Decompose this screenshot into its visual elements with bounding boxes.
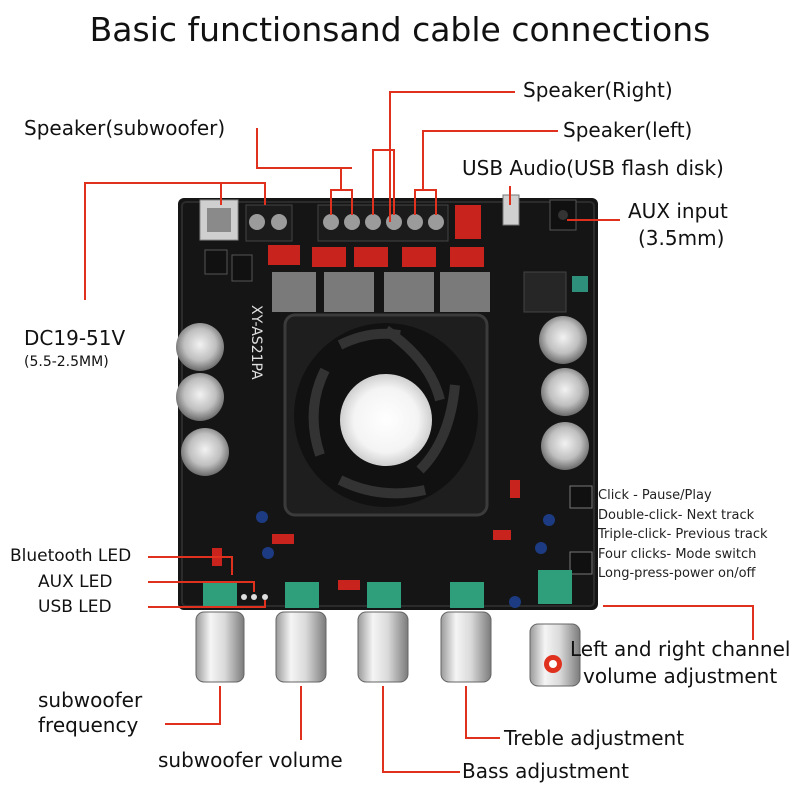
pin-headers [569, 485, 593, 575]
subwoofer-terminal [245, 204, 293, 242]
label-sub-frequency-line1: subwoofer [38, 688, 143, 712]
capacitor-right-1 [539, 316, 587, 364]
label-aux-input: AUX input [628, 199, 728, 223]
label-sub-frequency-line2: frequency [38, 713, 139, 737]
transistors [204, 249, 253, 282]
led-indicators [241, 594, 268, 600]
label-lr-volume-line1: Left and right channel [570, 637, 791, 661]
label-speaker-left: Speaker(left) [563, 118, 693, 142]
label-sub-volume: subwoofer volume [158, 748, 343, 772]
potentiometer-bass [357, 582, 409, 683]
dc-jack [199, 199, 239, 241]
capacitor-right-2 [541, 368, 589, 416]
aux-jack [549, 199, 577, 231]
board-silkscreen: XY-AS21PA [248, 305, 264, 380]
label-usb-audio: USB Audio(USB flash disk) [462, 156, 724, 180]
label-lr-volume-line2: volume adjustment [583, 664, 778, 688]
potentiometer-main-volume [529, 570, 581, 687]
potentiometer-sub-frequency [195, 582, 245, 683]
small-caps-blue [256, 511, 555, 608]
label-bluetooth-led: Bluetooth LED [10, 546, 132, 566]
label-aux-led: AUX LED [38, 572, 113, 592]
button-function-four-clicks: Four clicks- Mode switch [598, 546, 757, 562]
fuse-red-box [455, 205, 481, 239]
label-speaker-right: Speaker(Right) [523, 78, 673, 102]
label-aux-size: (3.5mm) [638, 226, 725, 250]
antenna-pad [572, 276, 588, 292]
button-function-click: Click - Pause/Play [598, 488, 712, 503]
button-function-long-press: Long-press-power on/off [598, 566, 756, 581]
potentiometer-treble [440, 582, 492, 683]
label-treble: Treble adjustment [504, 726, 685, 750]
speaker-terminal-block [317, 204, 449, 242]
label-usb-led: USB LED [38, 597, 112, 617]
inductors [272, 272, 490, 312]
bluetooth-chip [523, 271, 567, 313]
cooling-fan [283, 313, 489, 517]
button-function-double-click: Double-click- Next track [598, 507, 755, 523]
label-bass: Bass adjustment [462, 759, 629, 783]
capacitor-left-3 [181, 428, 229, 476]
page-title: Basic functionsand cable connections [89, 10, 711, 49]
label-speaker-subwoofer: Speaker(subwoofer) [24, 116, 226, 140]
potentiometer-sub-volume [275, 582, 327, 683]
label-dc-size: (5.5-2.5MM) [24, 354, 109, 370]
film-capacitors [268, 245, 484, 267]
label-dc-input: DC19-51V [24, 326, 126, 350]
capacitor-left-1 [176, 323, 224, 371]
pointer-lines [84, 91, 754, 773]
button-function-list: Click - Pause/Play Double-click- Next tr… [598, 486, 798, 584]
capacitor-left-2 [176, 373, 224, 421]
button-function-triple-click: Triple-click- Previous track [598, 527, 768, 542]
capacitor-right-3 [541, 422, 589, 470]
